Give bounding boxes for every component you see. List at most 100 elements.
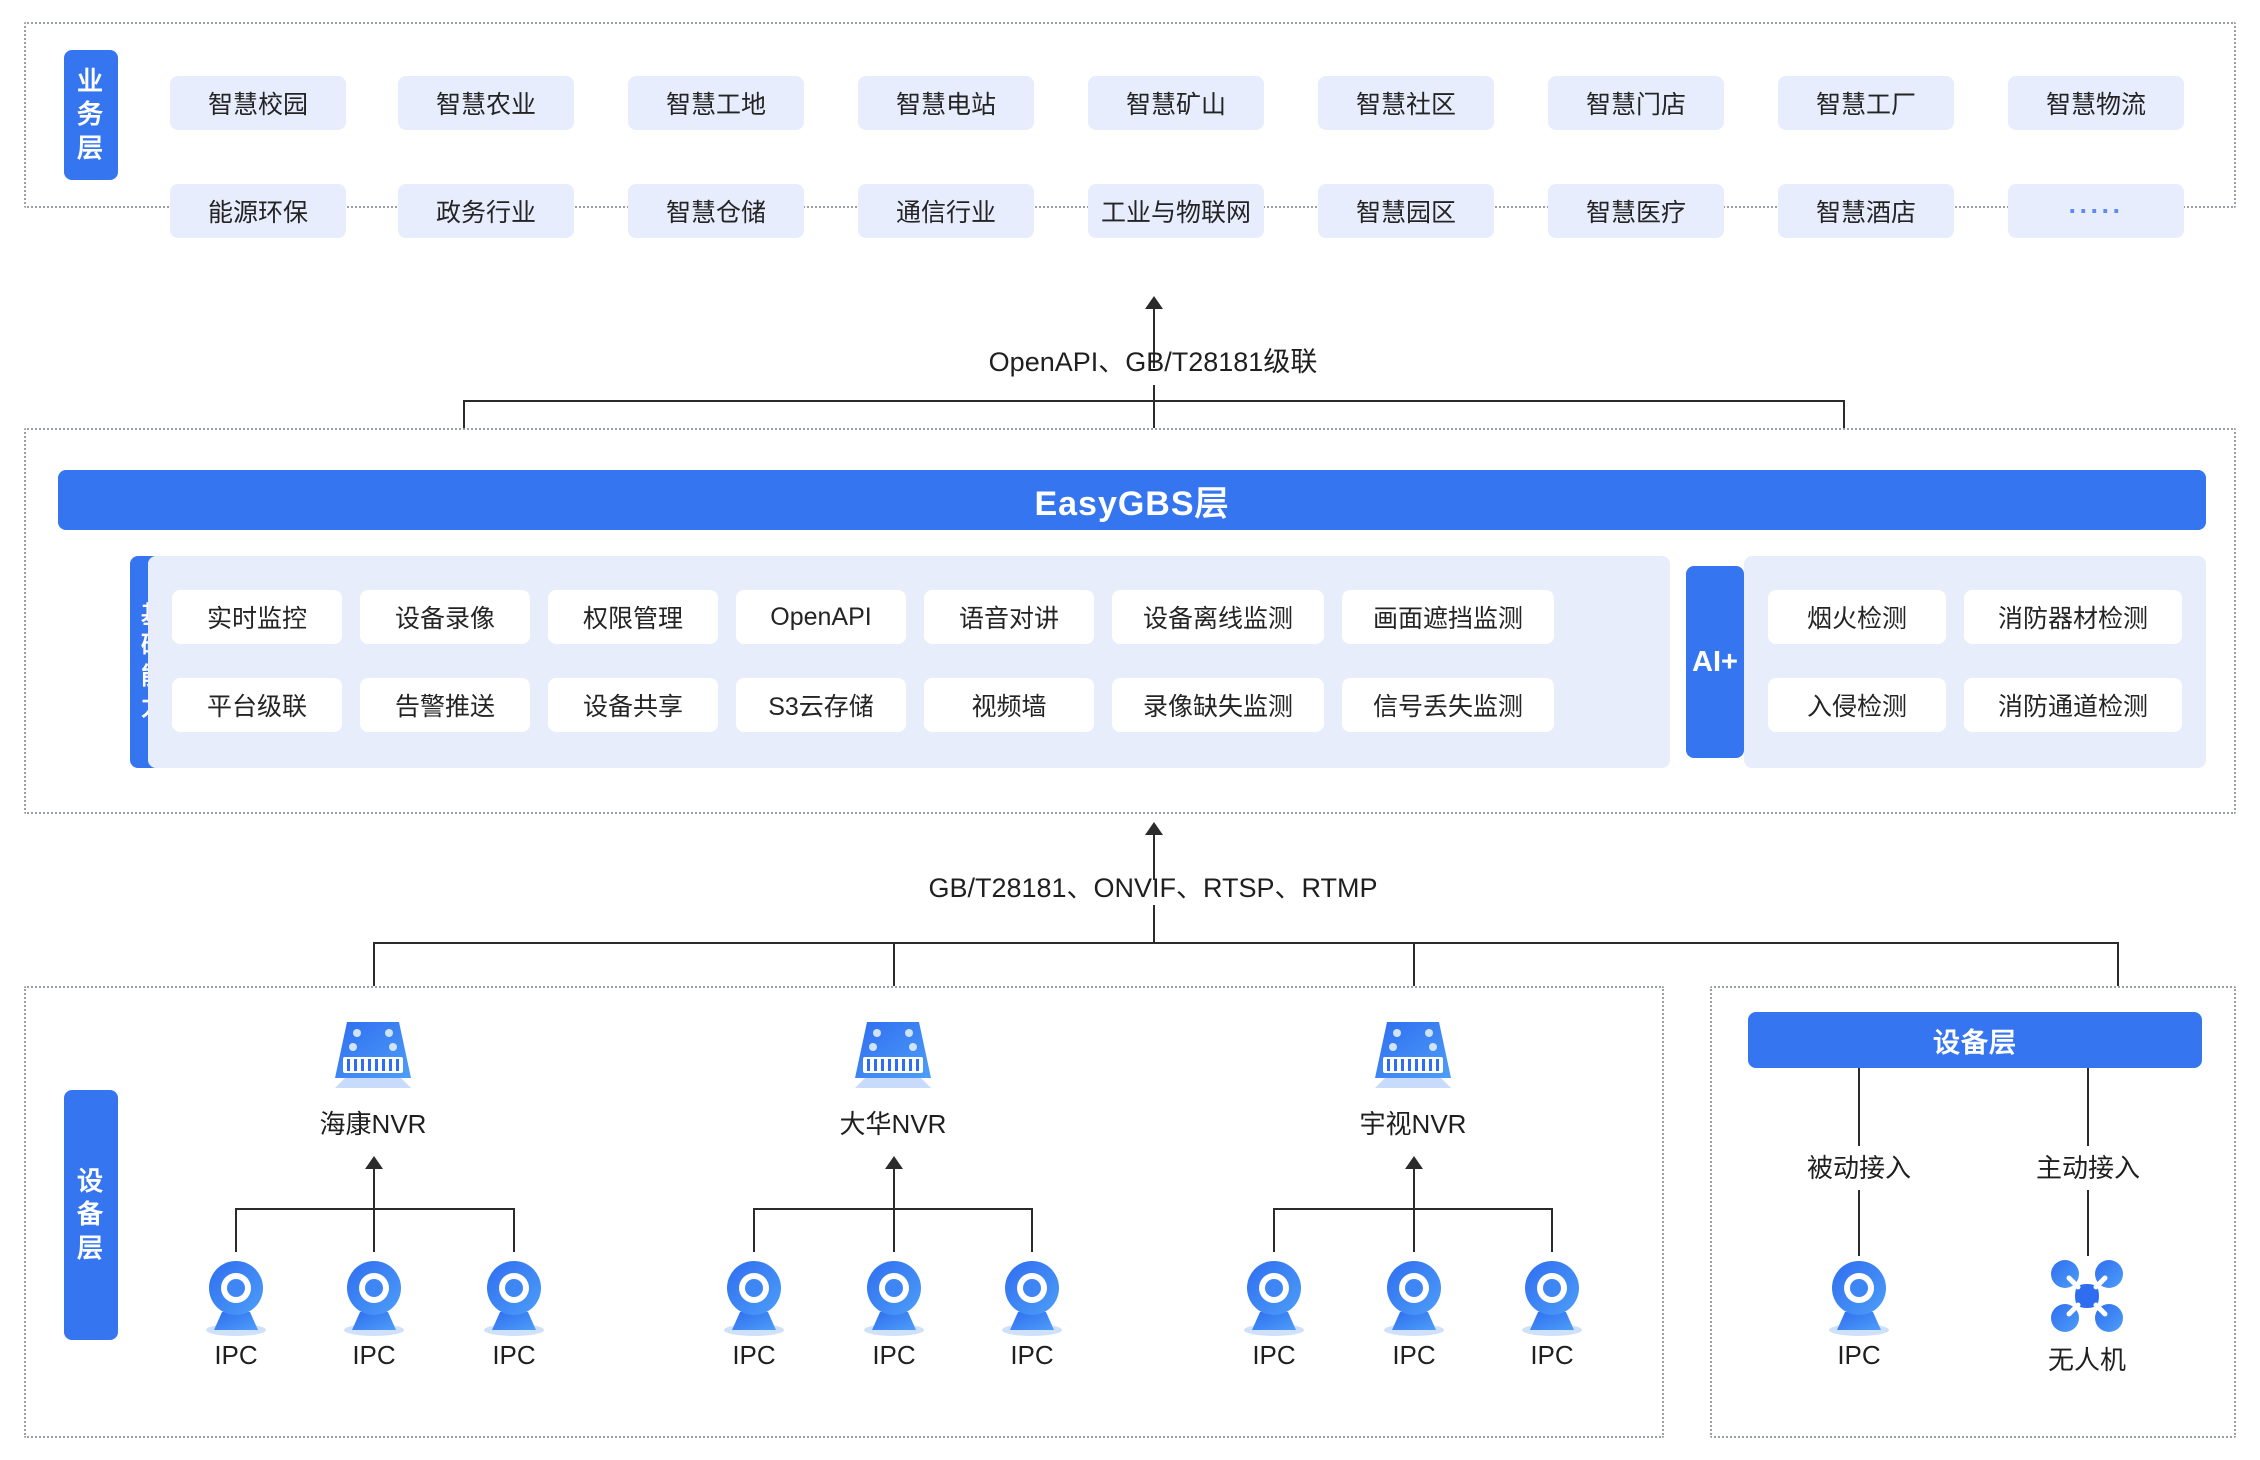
ai-capability-panel xyxy=(1744,556,2206,768)
business-pill-telecom[interactable]: 通信行业 xyxy=(858,184,1034,238)
ai-chip-intrusion-detection[interactable]: 入侵检测 xyxy=(1768,678,1946,732)
ipc-label-hik-3: IPC xyxy=(492,1340,536,1370)
ipc-label-hik-2: IPC xyxy=(352,1340,396,1370)
ai-chip-smoke-fire-detection[interactable]: 烟火检测 xyxy=(1768,590,1946,644)
business-pill-smart-construction[interactable]: 智慧工地 xyxy=(628,76,804,130)
hikvision-cam3-drop xyxy=(513,1208,515,1252)
business-pill-industrial-iot[interactable]: 工业与物联网 xyxy=(1088,184,1264,238)
capability-chip-openapi[interactable]: OpenAPI xyxy=(736,590,906,644)
nvr-icon-uniview[interactable] xyxy=(1365,1016,1461,1094)
dahua-cam1-drop xyxy=(753,1208,755,1252)
business-pill-smart-community[interactable]: 智慧社区 xyxy=(1318,76,1494,130)
ipc-label-dahua-1: IPC xyxy=(732,1340,776,1370)
ipc-label-hik-1: IPC xyxy=(214,1340,258,1370)
device-left-label-char-3: 层 xyxy=(76,1232,105,1263)
business-pill-smart-power-station[interactable]: 智慧电站 xyxy=(858,76,1034,130)
top-connector-arrow-icon xyxy=(1145,296,1163,309)
bottom-connector-stem-lower xyxy=(1153,905,1155,943)
capability-chip-signal-loss-detection[interactable]: 信号丢失监测 xyxy=(1342,678,1554,732)
ipc-camera-icon-uniview-3[interactable] xyxy=(1516,1256,1588,1336)
ipc-label-uniview-2: IPC xyxy=(1392,1340,1436,1370)
dahua-uplink-stem xyxy=(893,1168,895,1210)
hikvision-uplink-stem xyxy=(373,1168,375,1210)
capability-chip-permission-management[interactable]: 权限管理 xyxy=(548,590,718,644)
right-branch-active-upper xyxy=(2087,1068,2089,1160)
capability-chip-voice-intercom[interactable]: 语音对讲 xyxy=(924,590,1094,644)
active-access-label: 主动接入 xyxy=(2003,1146,2173,1187)
right-branch-active-lower xyxy=(2087,1190,2089,1256)
nvr-label-hikvision: 海康NVR xyxy=(319,1109,427,1139)
ai-chip-fire-equipment-detection[interactable]: 消防器材检测 xyxy=(1964,590,2182,644)
uniview-cam3-drop xyxy=(1551,1208,1553,1252)
business-pill-more[interactable]: ····· xyxy=(2008,184,2184,238)
capability-chip-device-recording[interactable]: 设备录像 xyxy=(360,590,530,644)
capability-chip-platform-cascade[interactable]: 平台级联 xyxy=(172,678,342,732)
business-pill-smart-campus[interactable]: 智慧校园 xyxy=(170,76,346,130)
capability-chip-alarm-push[interactable]: 告警推送 xyxy=(360,678,530,732)
passive-access-label: 被动接入 xyxy=(1774,1146,1944,1187)
ipc-camera-icon-hik-2[interactable] xyxy=(338,1256,410,1336)
top-connector-stem xyxy=(1153,308,1155,368)
business-label-char-1: 业 xyxy=(76,66,105,97)
device-layer-right-header[interactable]: 设备层 xyxy=(1748,1012,2202,1068)
uniview-camera-bus xyxy=(1273,1208,1551,1210)
nvr-label-uniview: 宇视NVR xyxy=(1359,1109,1467,1139)
capability-chip-s3-cloud-storage[interactable]: S3云存储 xyxy=(736,678,906,732)
business-pill-smart-logistics[interactable]: 智慧物流 xyxy=(2008,76,2184,130)
dahua-camera-bus xyxy=(753,1208,1031,1210)
device-layer-left-label: 设 备 层 xyxy=(64,1090,118,1340)
bottom-connector-stem xyxy=(1153,834,1155,880)
dahua-uplink-arrow-icon xyxy=(885,1156,903,1169)
business-pill-smart-park[interactable]: 智慧园区 xyxy=(1318,184,1494,238)
business-label-char-2: 务 xyxy=(76,99,105,130)
top-connector-bus xyxy=(463,400,1845,402)
business-layer-label: 业 务 层 xyxy=(64,50,118,180)
uniview-cam1-drop xyxy=(1273,1208,1275,1252)
ai-plus-badge[interactable]: AI+ xyxy=(1686,566,1744,758)
capability-chip-recording-loss-detection[interactable]: 录像缺失监测 xyxy=(1112,678,1324,732)
bottom-branch-dahua xyxy=(893,942,895,1012)
ipc-camera-icon-dahua-3[interactable] xyxy=(996,1256,1068,1336)
bottom-branch-uniview xyxy=(1413,942,1415,1012)
capability-chip-live-monitoring[interactable]: 实时监控 xyxy=(172,590,342,644)
nvr-icon-dahua[interactable] xyxy=(845,1016,941,1094)
bottom-connector-label: GB/T28181、ONVIF、RTSP、RTMP xyxy=(928,873,1378,903)
business-pill-energy-environment[interactable]: 能源环保 xyxy=(170,184,346,238)
ipc-camera-icon-dahua-1[interactable] xyxy=(718,1256,790,1336)
bottom-connector-bus xyxy=(373,942,2117,944)
business-pill-smart-agriculture[interactable]: 智慧农业 xyxy=(398,76,574,130)
business-pill-smart-store[interactable]: 智慧门店 xyxy=(1548,76,1724,130)
ipc-camera-icon-dahua-2[interactable] xyxy=(858,1256,930,1336)
business-pill-smart-hotel[interactable]: 智慧酒店 xyxy=(1778,184,1954,238)
capability-chip-device-offline-detection[interactable]: 设备离线监测 xyxy=(1112,590,1324,644)
right-branch-passive-upper xyxy=(1858,1068,1860,1160)
business-pill-smart-healthcare[interactable]: 智慧医疗 xyxy=(1548,184,1724,238)
ipc-label-uniview-3: IPC xyxy=(1530,1340,1574,1370)
ipc-label-uniview-1: IPC xyxy=(1252,1340,1296,1370)
right-branch-passive-lower xyxy=(1858,1190,1860,1256)
ipc-label-dahua-3: IPC xyxy=(1010,1340,1054,1370)
bottom-branch-right-devices xyxy=(2117,942,2119,1012)
drone-label: 无人机 xyxy=(2047,1345,2126,1375)
drone-icon[interactable] xyxy=(2047,1256,2127,1336)
hikvision-cam1-drop xyxy=(235,1208,237,1252)
nvr-icon-hikvision[interactable] xyxy=(325,1016,421,1094)
ai-chip-fire-lane-detection[interactable]: 消防通道检测 xyxy=(1964,678,2182,732)
hikvision-cam2-drop xyxy=(373,1208,375,1252)
uniview-cam2-drop xyxy=(1413,1208,1415,1252)
ipc-camera-icon-hik-3[interactable] xyxy=(478,1256,550,1336)
ipc-camera-icon-uniview-2[interactable] xyxy=(1378,1256,1450,1336)
business-pill-government[interactable]: 政务行业 xyxy=(398,184,574,238)
capability-chip-device-sharing[interactable]: 设备共享 xyxy=(548,678,718,732)
easygbs-layer-bar[interactable]: EasyGBS层 xyxy=(58,470,2206,530)
business-pill-smart-warehouse[interactable]: 智慧仓储 xyxy=(628,184,804,238)
ipc-camera-icon-uniview-1[interactable] xyxy=(1238,1256,1310,1336)
ipc-camera-icon-hik-1[interactable] xyxy=(200,1256,272,1336)
bottom-branch-hikvision xyxy=(373,942,375,1012)
business-pill-smart-factory[interactable]: 智慧工厂 xyxy=(1778,76,1954,130)
ipc-camera-icon-passive[interactable] xyxy=(1823,1256,1895,1336)
capability-chip-video-wall[interactable]: 视频墙 xyxy=(924,678,1094,732)
capability-chip-view-obstruction-detection[interactable]: 画面遮挡监测 xyxy=(1342,590,1554,644)
business-pill-smart-mine[interactable]: 智慧矿山 xyxy=(1088,76,1264,130)
